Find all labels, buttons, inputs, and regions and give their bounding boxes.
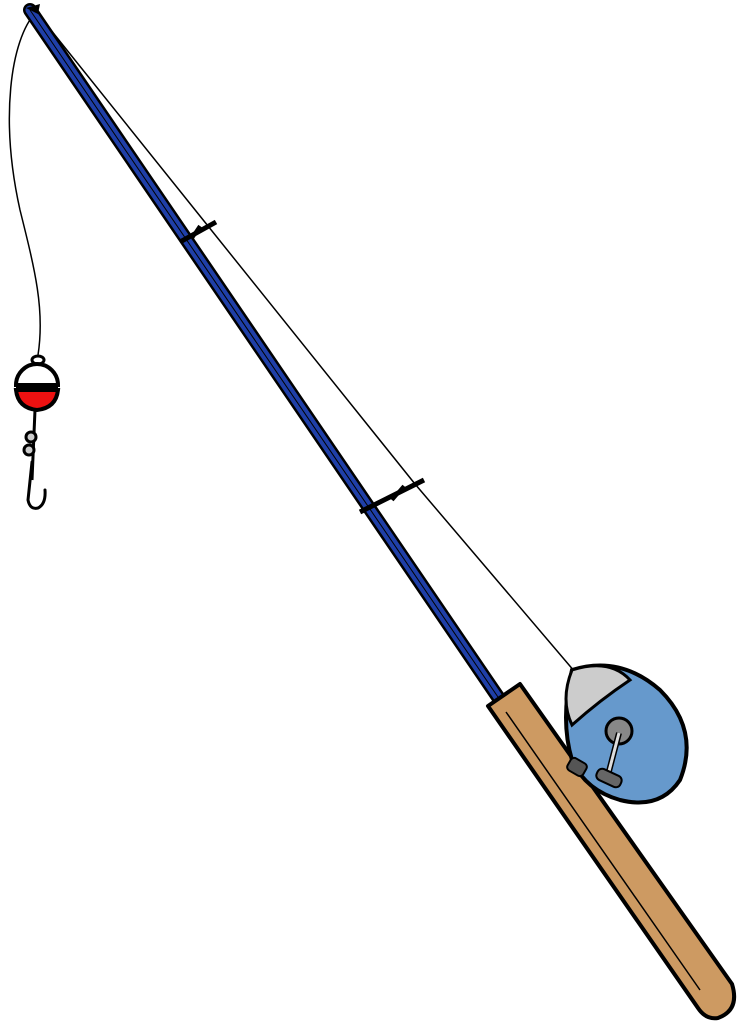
rod-tip-icon — [26, 4, 40, 14]
dangling-line — [8, 11, 42, 356]
cork-handle — [486, 682, 737, 1021]
line-guide-upper — [178, 219, 218, 245]
spinning-reel — [564, 663, 689, 805]
line-guide-lower — [358, 477, 426, 515]
hook-icon — [22, 409, 47, 510]
main-line — [37, 13, 576, 673]
bobber — [13, 354, 61, 413]
rod-blank — [23, 3, 507, 707]
